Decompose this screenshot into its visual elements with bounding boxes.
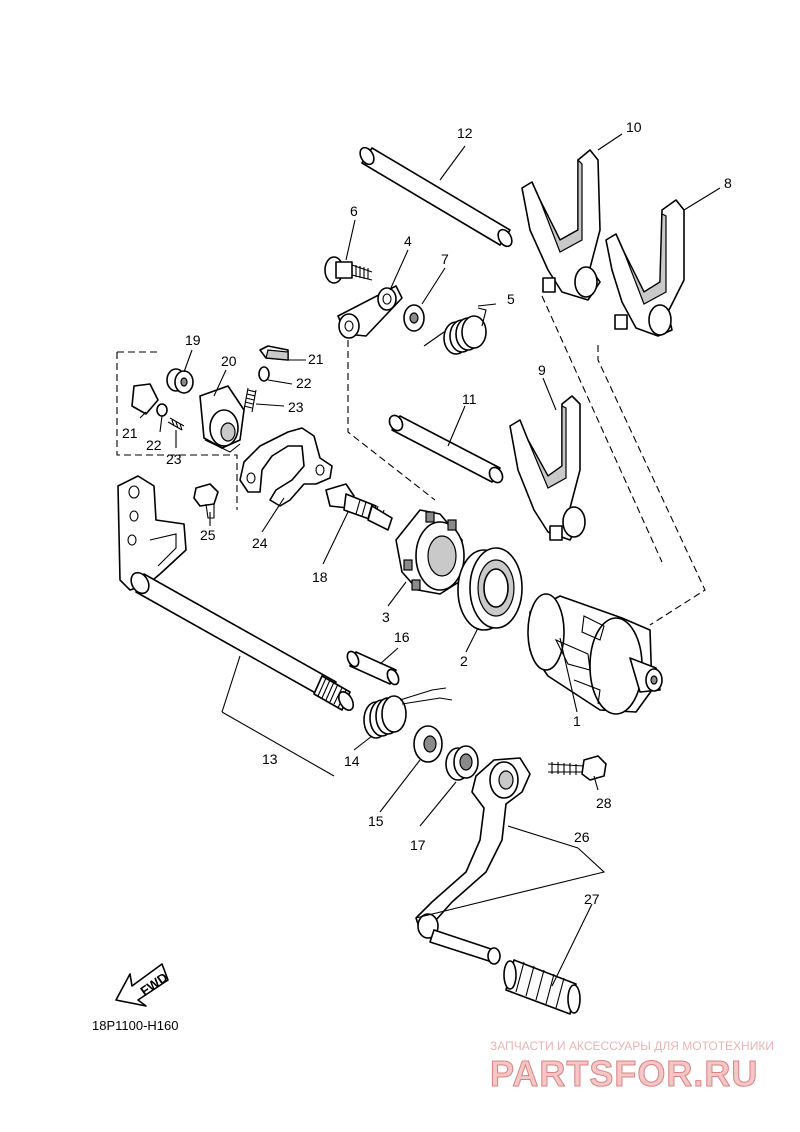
pedal-rubber-27 [503,959,581,1015]
bushing-17 [445,745,479,781]
bolt-28 [547,755,607,781]
guide-plate-24 [239,427,333,507]
callout-18: 18 [312,569,328,585]
shift-fork-shaft-middle [388,414,504,484]
collar-19 [166,368,194,394]
pin-bolt-18 [325,483,393,531]
torsion-spring-5 [423,307,487,355]
callout-10: 10 [626,119,642,135]
fwd-arrow: FWD [115,963,170,1007]
shift-fork-9 [509,395,586,541]
watermark-tagline: ЗАПЧАСТИ И АКСЕССУАРЫ ДЛЯ МОТОТЕХНИКИ [490,1039,774,1053]
callout-21-right: 21 [308,351,324,367]
segment-20 [199,385,245,453]
callout-17: 17 [410,837,426,853]
callout-1: 1 [573,713,581,729]
leader-lines [139,133,721,987]
callout-6: 6 [350,203,358,219]
callout-24: 24 [252,535,268,551]
shift-fork-shaft-upper [359,146,513,248]
shift-fork-8 [605,199,685,337]
callout-11: 11 [462,391,477,407]
callout-5: 5 [507,291,515,307]
callout-3: 3 [382,609,390,625]
callout-8: 8 [724,175,732,191]
spring-22-right [243,387,257,413]
spring-22-left [167,417,185,431]
pawl-21-right [259,345,289,361]
pin-23-right [258,366,270,382]
shift-fork-10 [521,149,601,301]
stopper-lever-4 [337,285,403,339]
callout-7: 7 [441,251,449,267]
assembly-guide-lines [116,295,706,626]
callout-14: 14 [344,753,360,769]
callout-13: 13 [262,751,278,767]
watermark-brand: PARTSFOR.RU [490,1053,758,1094]
callout-20: 20 [221,353,237,369]
return-spring-14 [363,687,453,739]
bearing-2 [457,547,523,631]
callout-labels: 12 10 8 6 4 7 5 9 11 19 20 21 22 23 21 2… [122,119,732,907]
washer-15 [413,725,443,763]
bolt-25 [193,483,219,519]
callout-27: 27 [584,891,600,907]
callout-22-left: 23 [166,451,182,467]
washer-7 [403,304,425,332]
bolt-6 [324,256,373,284]
callout-2: 2 [460,653,468,669]
callout-19: 19 [185,332,201,348]
callout-4: 4 [404,233,412,249]
callout-25: 25 [200,527,216,543]
callout-28: 28 [596,795,612,811]
callout-22-right: 23 [288,399,304,415]
diagram-code: 18P1100-H160 [92,1018,179,1033]
shift-cam-1 [527,593,663,715]
callout-23-right: 22 [296,375,312,391]
pawl-21-left [131,383,159,415]
dowel-pin-16 [346,650,400,686]
shift-shaft-13 [117,475,355,711]
watermark: ЗАПЧАСТИ И АКСЕССУАРЫ ДЛЯ МОТОТЕХНИКИ PA… [490,1039,774,1095]
callout-12: 12 [457,125,473,141]
callout-16: 16 [394,629,410,645]
callout-26: 26 [574,829,590,845]
callout-9: 9 [538,362,546,378]
pin-23-left [156,403,168,417]
segment-3 [395,509,465,595]
shift-pedal-26 [415,757,531,965]
callout-15: 15 [368,813,384,829]
callout-21-left: 21 [122,425,138,441]
callout-23-left: 22 [146,437,162,453]
